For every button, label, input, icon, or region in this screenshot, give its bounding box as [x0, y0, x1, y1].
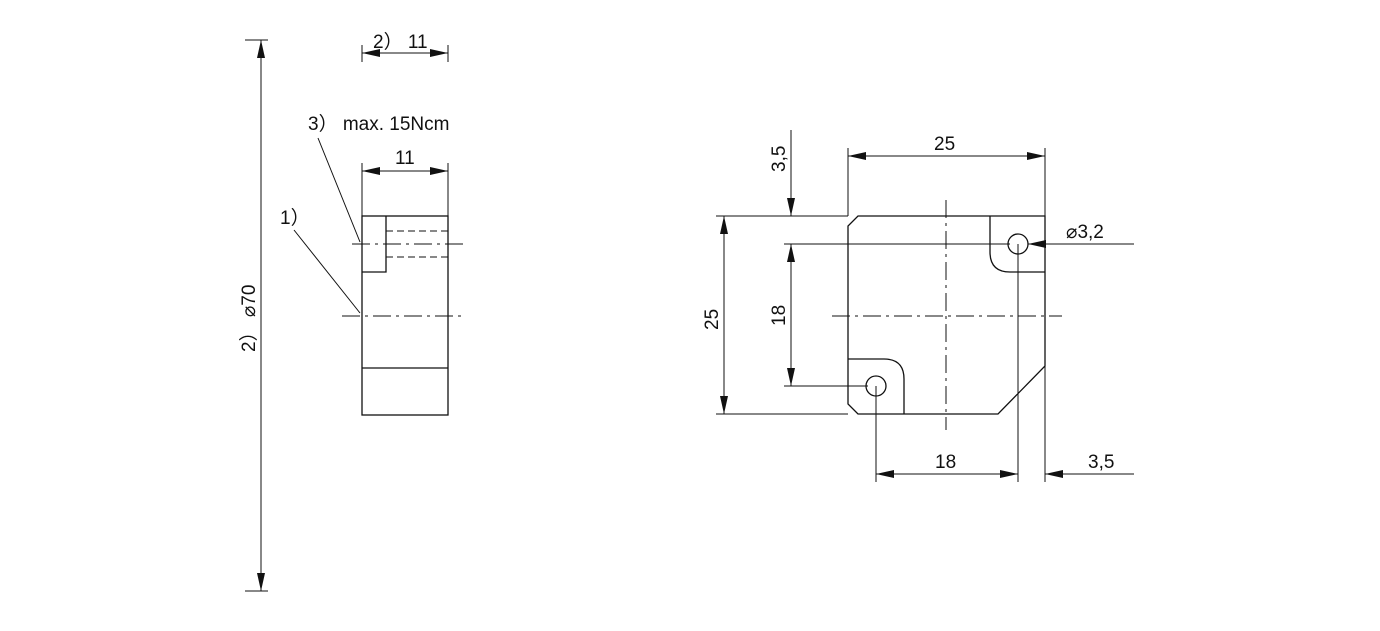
top-width-note-label: 2） 11 — [373, 31, 428, 53]
hole-offset-right-label: 3,5 — [1088, 452, 1114, 473]
overall-diameter-label: 2） ⌀70 — [238, 285, 260, 352]
front-view: 25 25 3,5 18 18 3,5 ⌀3,2 — [702, 130, 1134, 482]
side-width-label: 11 — [395, 148, 415, 169]
hole-offset-top-label: 3,5 — [769, 146, 790, 172]
front-height-label: 25 — [702, 309, 723, 330]
hole-spacing-horizontal-label: 18 — [935, 452, 956, 473]
torque-note-label: 3） max. 15Ncm — [308, 113, 449, 135]
hole-spacing-vertical-label: 18 — [769, 305, 790, 326]
front-width-label: 25 — [934, 134, 955, 155]
hole-diameter-label: ⌀3,2 — [1066, 222, 1104, 243]
side-view: 2） ⌀70 2） 11 3） max. 15Ncm 11 1） — [238, 31, 466, 592]
note-1-label: 1） — [280, 207, 310, 229]
